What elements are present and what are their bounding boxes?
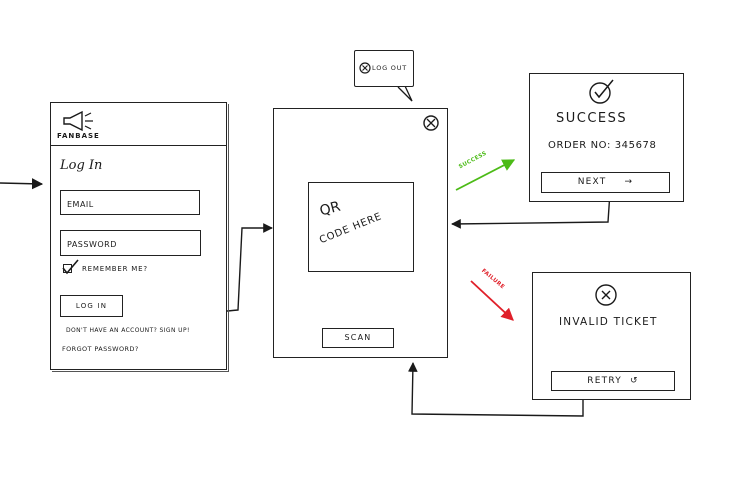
header-divider	[51, 145, 227, 146]
arrow-right-icon: →	[624, 177, 634, 187]
close-circle-icon	[359, 62, 371, 74]
login-screen	[50, 102, 227, 370]
qr-code-area	[308, 182, 414, 272]
remember-label: Remember me?	[82, 265, 148, 273]
bubble-tail	[397, 85, 413, 102]
failure-arrow	[470, 280, 514, 321]
brand-name: FANBASE	[57, 132, 100, 140]
success-screen	[529, 73, 684, 202]
megaphone-icon	[63, 110, 93, 132]
refresh-icon: ↺	[629, 376, 639, 386]
logout-icon[interactable]	[422, 114, 440, 132]
next-to-scanner-arrow	[451, 191, 611, 229]
failure-title: INVALID TICKET	[559, 316, 658, 328]
scan-button[interactable]: SCAN	[322, 328, 394, 348]
password-placeholder: PASSWORD	[67, 240, 117, 249]
retry-label: RETRY	[587, 376, 622, 386]
entry-arrow	[0, 178, 44, 190]
forgot-password-link[interactable]: Forgot password?	[62, 345, 139, 353]
password-field[interactable]: PASSWORD	[60, 230, 201, 256]
success-arrow	[455, 159, 516, 191]
login-screen-shadow	[52, 104, 229, 372]
logout-label: LOG OUT	[372, 64, 408, 72]
email-field[interactable]: EMAIL	[60, 190, 200, 215]
error-circle-icon	[595, 284, 617, 306]
login-button[interactable]: LOG IN	[60, 295, 123, 317]
next-label: NEXT	[577, 177, 607, 187]
retry-to-scanner-arrow	[407, 362, 584, 417]
checkmark-icon	[62, 259, 79, 275]
failure-screen	[532, 272, 691, 400]
login-title: Log In	[60, 158, 103, 173]
email-placeholder: EMAIL	[67, 200, 94, 209]
next-button[interactable]: NEXT →	[541, 172, 670, 193]
check-circle-icon	[589, 79, 614, 104]
retry-button[interactable]: RETRY ↺	[551, 371, 675, 391]
success-title: SUCCESS	[556, 111, 628, 126]
order-number: ORDER No: 345678	[548, 140, 657, 151]
signup-link[interactable]: Don't have an account? Sign up!	[66, 327, 190, 334]
